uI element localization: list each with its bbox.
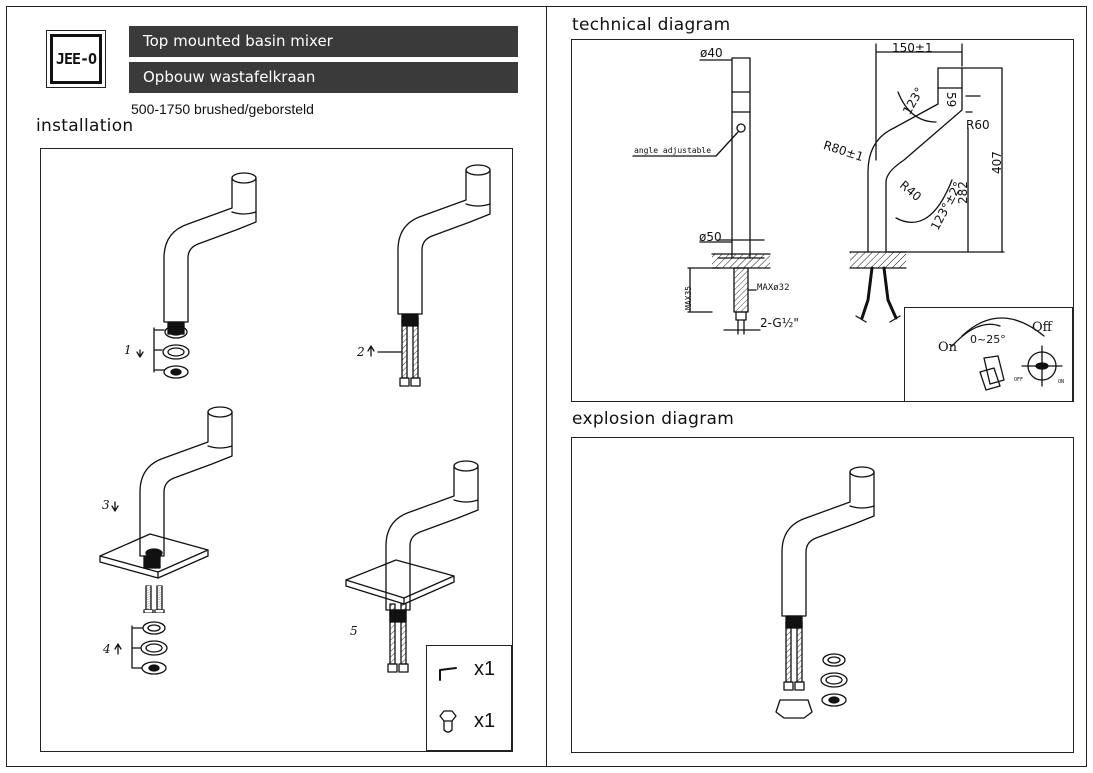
explosion-diagram-panel (571, 437, 1074, 753)
allen-key-icon (439, 667, 457, 681)
handle-rotation-inset (904, 307, 1073, 402)
dim-height-282: 282 (956, 181, 970, 204)
install-step-2-drawing (367, 164, 491, 387)
install-step-4-number: 4 (103, 642, 111, 656)
title-bar-english: Top mounted basin mixer (129, 26, 518, 57)
label-off-small: OFF (1014, 377, 1024, 383)
install-step-1-number: 1 (124, 343, 132, 357)
install-step-5-number: 5 (350, 624, 358, 638)
installation-heading: installation (36, 116, 134, 136)
install-step-5-drawing (345, 460, 479, 673)
install-step-2-number: 2 (357, 345, 365, 359)
dim-max-thickness: MAX35 (684, 285, 693, 310)
install-step-4-drawing (114, 621, 168, 675)
dim-radius-r60: R60 (966, 118, 990, 132)
label-angle-range: 0~25° (970, 333, 1006, 346)
install-step-3-number: 3 (102, 498, 110, 512)
explosion-diagram-heading: explosion diagram (572, 409, 735, 429)
label-on-small: ON (1058, 379, 1065, 385)
technical-diagram-panel (571, 39, 1074, 402)
install-step-3-drawing (99, 406, 233, 614)
label-off: Off (1032, 320, 1052, 335)
tech-front-view (849, 43, 1005, 323)
title-bar-dutch: Opbouw wastafelkraan (129, 62, 518, 93)
dim-handle-height: 59 (944, 92, 958, 108)
explosion-drawing (775, 466, 875, 719)
allen-key-quantity: x1 (474, 658, 496, 680)
dim-spout-diameter: ø40 (700, 46, 723, 60)
dim-max-hole: MAXø32 (757, 283, 790, 293)
tech-side-view (632, 57, 771, 335)
brand-logo-text: JEE-O (55, 50, 97, 68)
installation-panel (40, 148, 513, 752)
dim-reach: 150±1 (892, 41, 933, 55)
handle-rotation-drawing (951, 317, 1063, 391)
column-divider (546, 6, 547, 767)
label-on: On (938, 340, 958, 355)
brand-logo: JEE-O (46, 30, 106, 88)
install-step-1-drawing (136, 172, 257, 379)
technical-diagram-heading: technical diagram (572, 15, 731, 35)
note-angle-adjustable: angle adjustable (634, 146, 712, 155)
dim-height-407: 407 (990, 151, 1004, 174)
included-parts-box (426, 645, 512, 751)
nut-tool-quantity: x1 (474, 710, 496, 732)
model-number: 500-1750 brushed/geborsteld (131, 101, 314, 117)
nut-tool-icon (439, 710, 457, 733)
dim-thread: 2-G½" (760, 316, 799, 330)
brand-logo-frame: JEE-O (50, 34, 102, 84)
dim-base-diameter: ø50 (699, 230, 722, 244)
